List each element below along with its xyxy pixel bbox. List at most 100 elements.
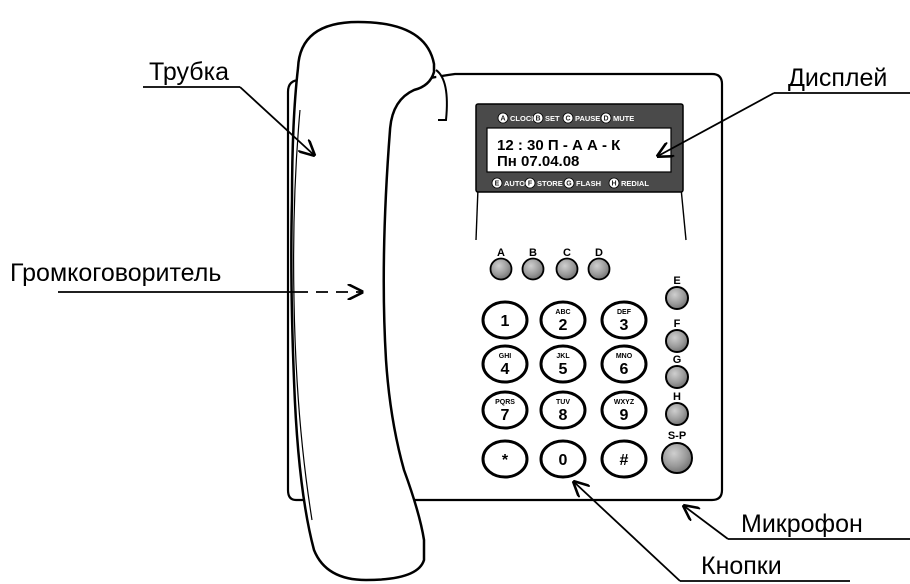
keypad-key-cap[interactable]: [481, 439, 529, 479]
display-label-mute: D MUTE: [600, 112, 634, 124]
keypad-key-cap[interactable]: [539, 344, 587, 384]
function-key-label: B: [529, 247, 537, 259]
display-key-letter: D: [603, 116, 608, 123]
keypad-key-cap[interactable]: [600, 300, 648, 340]
display-key-badge: [600, 112, 612, 124]
keypad-key[interactable]: 0: [539, 439, 587, 479]
keypad-key-cap[interactable]: [539, 439, 587, 479]
side-key-g[interactable]: G: [665, 354, 689, 389]
display-key-badge: [491, 177, 503, 189]
keypad-key-cap[interactable]: [600, 439, 648, 479]
function-key-b[interactable]: B: [521, 247, 545, 281]
display-key-letter: G: [566, 181, 572, 188]
display-key-text: CLOCK: [510, 114, 537, 123]
side-key-button[interactable]: [665, 329, 689, 353]
callout-speaker-label: Громкоговоритель: [10, 259, 221, 287]
keypad-key-digit: 0: [559, 452, 568, 469]
function-key-button[interactable]: [521, 257, 545, 281]
keypad-key-digit: 3: [620, 317, 629, 334]
side-key-e[interactable]: E: [665, 275, 689, 310]
keypad-key-cap[interactable]: [600, 390, 648, 430]
keypad-key-digit: 1: [501, 313, 510, 330]
function-key-button[interactable]: [555, 257, 579, 281]
function-key-label: D: [595, 247, 603, 259]
side-key-label: E: [673, 275, 680, 287]
function-key-d[interactable]: D: [587, 247, 611, 281]
keypad-key-letters: JKL: [556, 353, 570, 360]
keypad-key[interactable]: *: [481, 439, 529, 479]
display-key-letter: C: [565, 116, 570, 123]
side-key-button[interactable]: [665, 286, 689, 310]
side-key-button[interactable]: [665, 365, 689, 389]
keypad-key-letters: ABC: [555, 309, 570, 316]
display-key-text: AUTO: [504, 179, 525, 188]
keypad-key[interactable]: 1: [481, 300, 529, 340]
display-label-auto: E AUTO: [491, 177, 525, 189]
side-key-h[interactable]: H: [665, 391, 689, 426]
lcd-line-2: Пн 07.04.08: [497, 153, 579, 170]
keypad-key-cap[interactable]: [481, 300, 529, 340]
display-key-letter: A: [500, 116, 505, 123]
function-keys: A B C D: [489, 247, 611, 281]
keypad-key-digit: 6: [620, 361, 629, 378]
display-key-text: PAUSE: [575, 114, 600, 123]
display-key-text: MUTE: [613, 114, 634, 123]
side-key-label: H: [673, 391, 681, 403]
side-key-label: F: [674, 318, 681, 330]
function-key-c[interactable]: C: [555, 247, 579, 281]
side-key-button[interactable]: [665, 402, 689, 426]
lcd-line-1: 12 : 30 П - А А - К: [497, 137, 621, 154]
side-key-sp[interactable]: S-P: [661, 430, 693, 474]
side-keys: E F G H S-P: [661, 275, 693, 474]
keypad-key-cap[interactable]: [481, 390, 529, 430]
keypad-key-digit: 2: [559, 317, 568, 334]
keypad-key-letters: GHI: [499, 353, 512, 360]
callout-microphone-label: Микрофон: [741, 510, 863, 538]
keypad-key-cap[interactable]: [481, 344, 529, 384]
function-key-button[interactable]: [489, 257, 513, 281]
display-key-letter: E: [495, 181, 500, 188]
callout-display-label: Дисплей: [788, 64, 887, 92]
keypad-key-digit: 4: [501, 361, 510, 378]
display-key-badge: [497, 112, 509, 124]
keypad-key-cap[interactable]: [600, 344, 648, 384]
side-key-f[interactable]: F: [665, 318, 689, 353]
keypad-key-cap[interactable]: [539, 390, 587, 430]
display-key-letter: F: [528, 181, 533, 188]
callout-buttons: Кнопки: [574, 482, 850, 582]
side-key-label: S-P: [668, 430, 686, 442]
keypad-key-cap[interactable]: [539, 300, 587, 340]
callout-buttons-label: Кнопки: [701, 552, 782, 580]
display-key-badge: [563, 177, 575, 189]
side-key-label: G: [673, 354, 682, 366]
side-key-button[interactable]: [661, 442, 693, 474]
callout-microphone: Микрофон: [684, 506, 910, 540]
keypad-key-digit: 9: [620, 407, 629, 424]
keypad-key-digit: 7: [501, 407, 510, 424]
display-key-badge: [608, 177, 620, 189]
function-key-button[interactable]: [587, 257, 611, 281]
keypad-key-digit: 5: [559, 361, 568, 378]
function-key-a[interactable]: A: [489, 247, 513, 281]
display-label-clock: A CLOCK: [497, 112, 537, 124]
keypad-key-digit: 8: [559, 407, 568, 424]
keypad-key-letters: TUV: [556, 399, 570, 406]
keypad-key[interactable]: #: [600, 439, 648, 479]
